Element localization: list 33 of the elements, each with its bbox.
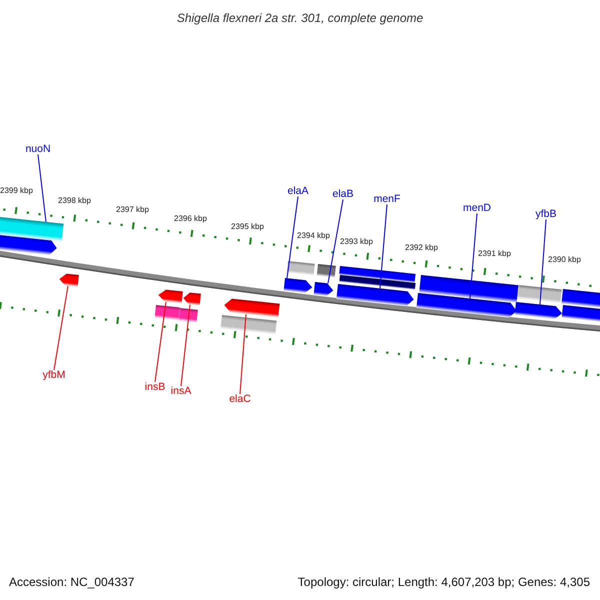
gene-label: menF [374, 194, 400, 204]
footer-text: Accession: NC_004337 [9, 576, 134, 588]
scale-label: 2397 kbp [116, 206, 149, 214]
gene-label: elaC [229, 394, 251, 404]
leader-line [154, 301, 166, 382]
leader-line [328, 199, 344, 284]
leader-line [240, 314, 246, 394]
scale-label: 2390 kbp [548, 256, 581, 264]
scale-label: 2398 kbp [58, 197, 91, 205]
leader-line [54, 285, 68, 370]
gene-label: yfbB [536, 209, 556, 220]
scale-label: 2399 kbp [0, 187, 33, 195]
leader-line [38, 154, 46, 222]
gene-label: nuoN [25, 144, 51, 154]
gene-label: yfbM [42, 370, 66, 380]
leader-line [380, 204, 388, 289]
footer-text: Topology: circular; Length: 4,607,203 bp; Genes: 4,305 [298, 576, 590, 588]
map-title: Shigella flexneri 2a str. 301, complete genome [176, 11, 424, 25]
scale-label: 2391 kbp [478, 250, 511, 258]
scale-label: 2396 kbp [174, 215, 207, 223]
scale-label: 2394 kbp [297, 232, 330, 240]
leader-line [286, 196, 298, 279]
gene-label: elaB [332, 189, 354, 200]
gene-label: menD [463, 203, 491, 214]
leader-line [470, 213, 478, 299]
scale-label: 2392 kbp [405, 244, 438, 252]
gene-label: insA [170, 386, 192, 396]
leader-line [540, 219, 546, 306]
scale-label: 2393 kbp [340, 238, 373, 246]
gene-label: elaA [288, 186, 308, 196]
gene-label: insB [144, 382, 166, 392]
leader-line [180, 304, 190, 386]
scale-label: 2395 kbp [231, 223, 264, 231]
